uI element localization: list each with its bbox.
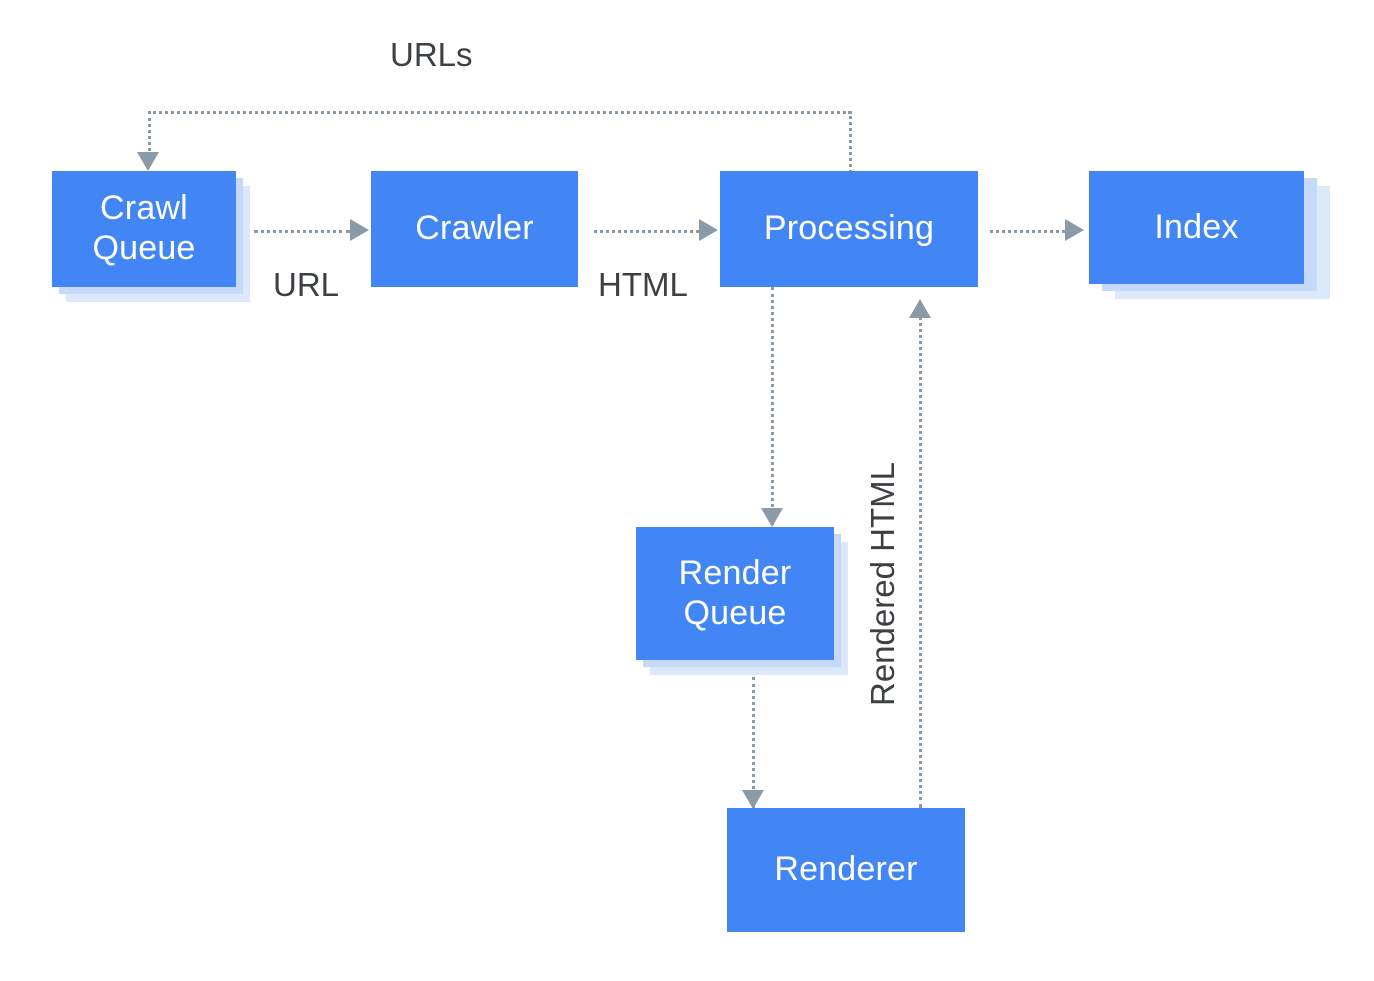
- arrowhead-into-render-queue: [761, 508, 783, 527]
- arrowhead-into-renderer: [742, 790, 764, 809]
- edge-renderqueue-to-renderer: [752, 677, 755, 808]
- node-render-queue-label-line1: Render: [678, 553, 792, 592]
- arrowhead-into-index: [1065, 219, 1084, 241]
- node-crawler-label: Crawler: [415, 209, 534, 248]
- node-render-queue[interactable]: Render Queue: [636, 527, 834, 660]
- node-processing[interactable]: Processing: [720, 171, 978, 287]
- edge-crawler-to-processing: [594, 230, 699, 233]
- edge-processing-to-renderqueue: [771, 287, 774, 525]
- edge-renderer-to-processing: [919, 310, 922, 808]
- edge-processing-to-index: [990, 230, 1065, 233]
- node-processing-label: Processing: [763, 209, 935, 248]
- node-renderer-label: Renderer: [774, 850, 918, 889]
- node-index-label: Index: [1154, 207, 1239, 246]
- node-crawl-queue[interactable]: Crawl Queue: [52, 171, 236, 287]
- node-index[interactable]: Index: [1089, 171, 1304, 284]
- edge-label-rendered-html: Rendered HTML: [864, 462, 901, 706]
- arrowhead-into-processing-from-crawler: [699, 219, 718, 241]
- arrowhead-into-crawler: [350, 219, 369, 241]
- node-crawler[interactable]: Crawler: [371, 171, 578, 287]
- edge-label-urls: URLs: [390, 36, 473, 73]
- edge-processing-to-crawlqueue-drop: [148, 111, 151, 157]
- node-renderer[interactable]: Renderer: [727, 808, 965, 932]
- arrowhead-into-processing-from-renderer: [909, 299, 931, 318]
- edge-processing-to-crawlqueue-horizontal: [148, 111, 851, 114]
- edge-crawlqueue-to-crawler: [254, 230, 350, 233]
- node-crawl-queue-label-line1: Crawl: [100, 189, 188, 228]
- edge-label-html: HTML: [598, 266, 688, 303]
- edge-label-url: URL: [273, 266, 340, 303]
- node-crawl-queue-label-line2: Queue: [92, 229, 196, 267]
- edge-processing-to-crawlqueue-riser: [849, 111, 852, 173]
- node-render-queue-label-line2: Queue: [683, 593, 787, 632]
- arrowhead-into-crawl-queue: [137, 152, 159, 171]
